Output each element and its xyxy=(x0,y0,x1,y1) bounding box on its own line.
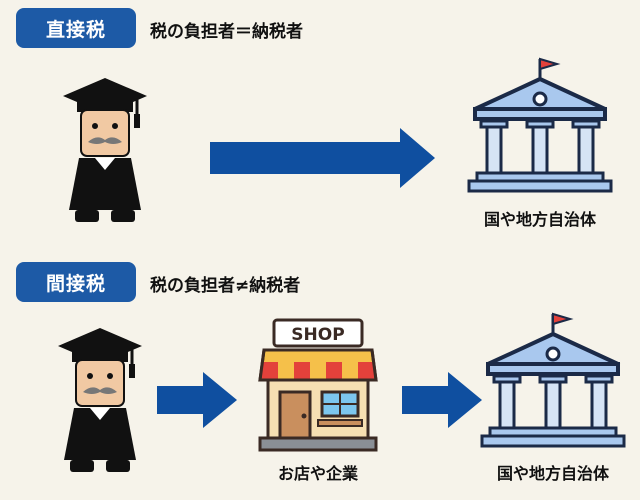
indirect-tax-badge: 間接税 xyxy=(16,262,136,302)
government-building-icon xyxy=(480,312,626,448)
indirect-destination-label: 国や地方自治体 xyxy=(496,464,609,483)
direct-destination-label: 国や地方自治体 xyxy=(483,210,596,229)
arrow-right-icon xyxy=(157,372,237,428)
taxpayer-figure-icon xyxy=(58,328,142,472)
indirect-tax-definition: 税の負担者≠納税者 xyxy=(150,276,301,296)
arrow-right-icon xyxy=(402,372,482,428)
government-building-icon xyxy=(467,57,613,193)
shop-sign-text: SHOP xyxy=(291,325,344,345)
intermediary-label: お店や企業 xyxy=(277,464,358,483)
direct-tax-badge: 直接税 xyxy=(16,8,136,48)
arrow-right-icon xyxy=(210,128,435,188)
direct-tax-definition: 税の負担者＝納税者 xyxy=(150,22,303,42)
taxpayer-figure-icon xyxy=(63,78,147,222)
shop-icon: SHOP xyxy=(258,318,378,452)
